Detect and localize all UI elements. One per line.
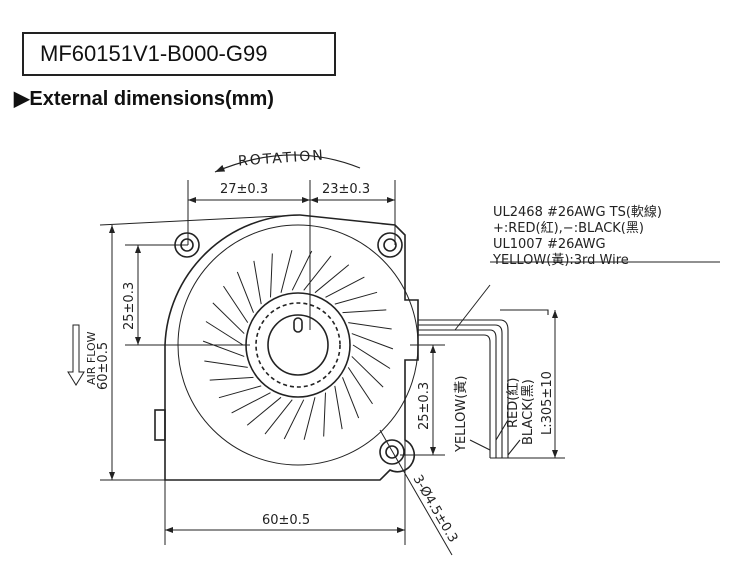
wire-yellow-label: YELLOW(黃) — [454, 376, 469, 453]
fan-blade — [264, 399, 293, 435]
fan-blade — [323, 392, 326, 437]
fan-blade — [236, 271, 254, 313]
wire-red-label: RED(紅) — [506, 378, 521, 428]
section-heading: ▶External dimensions(mm) — [14, 86, 274, 111]
fan-blade — [348, 322, 392, 330]
fan-blade — [352, 344, 391, 369]
wire-spec-line: YELLOW(黃):3rd Wire — [492, 253, 629, 268]
fan-blade — [205, 321, 244, 346]
fan-blade — [303, 255, 332, 291]
triangle-marker-icon: ▶ — [14, 88, 30, 110]
wire-black-label: BLACK(黑) — [521, 379, 536, 445]
dim-left-inner: 25±0.3 — [122, 282, 137, 330]
mount-hole — [377, 232, 403, 258]
fan-blade — [283, 399, 305, 440]
fan-blade — [351, 333, 394, 350]
dim-hole: 3-Ø4.5±0.3 — [410, 473, 461, 546]
air-flow-label: AIR FLOW — [85, 331, 98, 385]
section-title: External dimensions(mm) — [29, 88, 274, 110]
fan-hub — [245, 292, 351, 398]
fan-blade — [303, 397, 316, 440]
fan-blade — [253, 260, 262, 305]
fan-blade — [342, 377, 360, 419]
dim-right-inner: 25±0.3 — [417, 382, 432, 430]
dim-left-outer: 60±0.5 — [96, 342, 111, 390]
dim-bottom: 60±0.5 — [262, 513, 310, 528]
fan-blade — [202, 340, 245, 357]
fan-blades — [202, 250, 394, 440]
lead-wires — [418, 309, 549, 458]
fan-blade — [223, 285, 249, 323]
fan-blade — [314, 264, 350, 294]
fan-blade — [270, 253, 273, 298]
dim-lead-length: L:305±10 — [540, 371, 555, 435]
fan-blade — [334, 385, 343, 430]
wire-spec-line: +:RED(紅),−:BLACK(黑) — [493, 221, 644, 236]
fan-blade — [351, 356, 384, 388]
fan-blade — [246, 396, 282, 426]
fan-blade — [347, 367, 373, 405]
air-flow-indicator: AIR FLOW — [67, 324, 98, 386]
dim-top-right: 23±0.3 — [322, 182, 370, 197]
fan-blade — [212, 302, 245, 334]
dim-top-left: 27±0.3 — [220, 182, 268, 197]
fan-body — [154, 214, 419, 481]
rotation-arrow — [214, 154, 361, 173]
fan-blade — [209, 376, 254, 381]
fan-blade — [204, 360, 248, 368]
fan-blade — [291, 250, 313, 291]
wire-spec-line: UL2468 #26AWG TS(軟線) — [493, 204, 662, 220]
fan-blade — [218, 385, 262, 399]
model-number: MF60151V1-B000-G99 — [40, 41, 268, 66]
dimension-lines — [99, 180, 720, 556]
wire-spec-line: UL1007 #26AWG — [493, 237, 606, 252]
fan-blade — [334, 291, 378, 305]
fan-blade — [280, 250, 293, 293]
wire-spec: UL2468 #26AWG TS(軟線) +:RED(紅),−:BLACK(黑)… — [492, 204, 662, 268]
fan-blade — [325, 276, 365, 298]
fan-blade — [231, 392, 271, 414]
model-number-box: MF60151V1-B000-G99 — [22, 32, 336, 76]
mount-hole — [379, 439, 405, 465]
rotation-label: ROTATION — [238, 148, 326, 170]
fan-blade — [342, 309, 387, 314]
